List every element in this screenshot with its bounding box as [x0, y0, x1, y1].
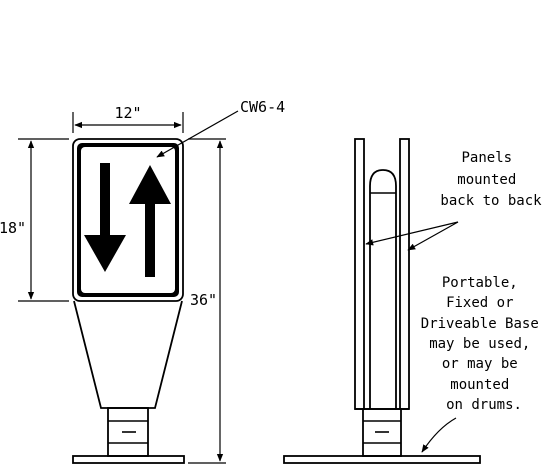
sign-code-leader	[156, 110, 239, 158]
base-leader	[421, 417, 457, 453]
base-options-note: Portable, Fixed or Driveable Base may be…	[421, 275, 547, 413]
sign-base-front	[72, 455, 185, 464]
side-panel-right	[399, 138, 410, 410]
panels-leader-left	[365, 221, 459, 246]
side-view: Panels mounted back to back Portable, Fi…	[283, 138, 547, 464]
side-support	[369, 169, 397, 409]
down-arrow-icon	[84, 163, 126, 272]
panels-leader-right	[407, 221, 459, 251]
sign-code-callout: CW6-4	[240, 98, 285, 116]
sign-panel-border	[81, 147, 175, 293]
width-dimension-label: 12"	[114, 104, 141, 122]
side-panel-left	[354, 138, 365, 410]
sign-panel-outer	[72, 138, 184, 302]
up-arrow-icon	[129, 165, 171, 277]
front-view: 12" 18" 36" CW6-4	[0, 98, 285, 464]
panels-note: Panels mounted back to back	[440, 150, 542, 209]
sign-base-side	[283, 455, 481, 464]
overall-height-dimension-label: 36"	[190, 291, 217, 309]
sign-support-taper	[73, 300, 183, 409]
sign-height-dimension-label: 18"	[0, 219, 26, 237]
